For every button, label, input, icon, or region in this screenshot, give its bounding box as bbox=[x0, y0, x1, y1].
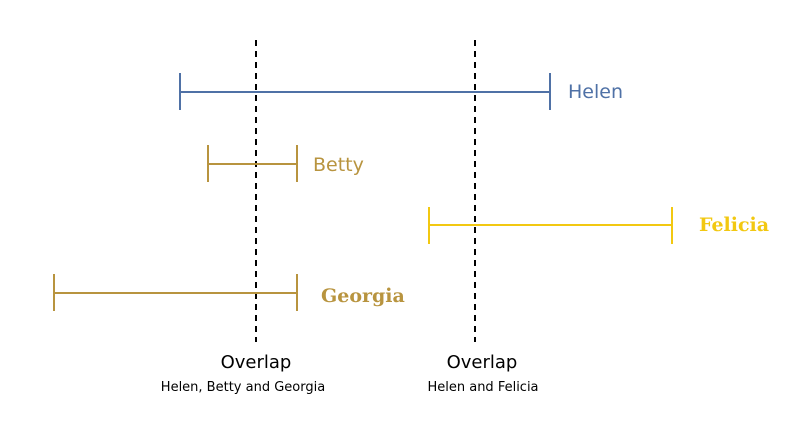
overlap-detail-2: Helen and Felicia bbox=[427, 380, 538, 395]
interval-georgia: Georgia bbox=[53, 274, 405, 311]
overlap-title-2: Overlap bbox=[447, 352, 518, 373]
overlap-detail-1: Helen, Betty and Georgia bbox=[161, 380, 325, 395]
interval-helen-label: Helen bbox=[568, 81, 623, 103]
overlap-title-1: Overlap bbox=[221, 352, 292, 373]
interval-betty-label: Betty bbox=[313, 154, 364, 176]
interval-felicia-label: Felicia bbox=[699, 214, 769, 236]
overlap-caption-2: Overlap Helen and Felicia bbox=[427, 352, 538, 395]
overlap-caption-1: Overlap Helen, Betty and Georgia bbox=[161, 352, 325, 395]
interval-helen: Helen bbox=[179, 73, 623, 110]
interval-felicia: Felicia bbox=[428, 207, 769, 244]
interval-georgia-label: Georgia bbox=[321, 285, 405, 307]
interval-betty: Betty bbox=[207, 145, 364, 182]
